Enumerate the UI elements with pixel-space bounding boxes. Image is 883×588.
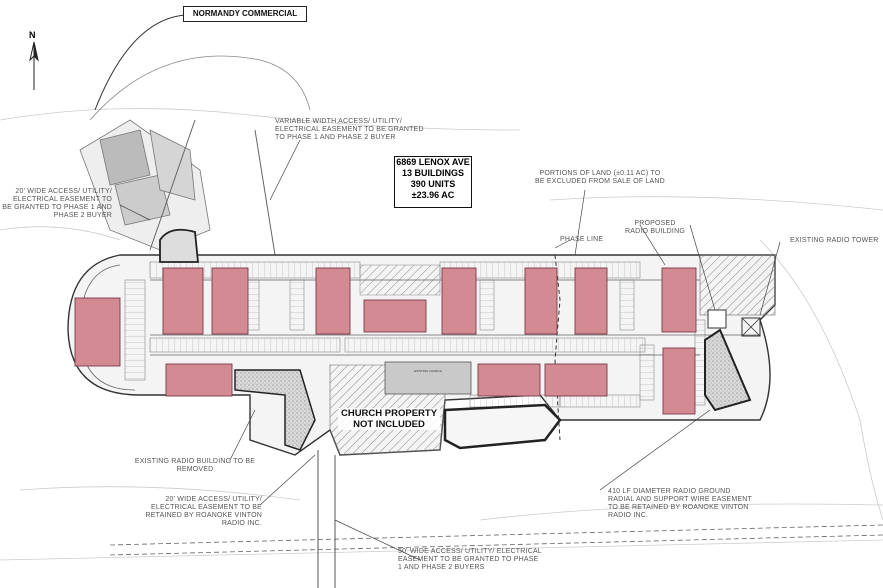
- easement-top-note: VARIABLE WIDTH ACCESS/ UTILITY/ ELECTRIC…: [275, 118, 424, 141]
- radial-ground-note: 410 LF DIAMETER RADIO GROUND RADIAL AND …: [608, 488, 752, 519]
- buildings: [74, 267, 697, 415]
- normandy-commercial-label: NORMANDY COMMERCIAL: [183, 6, 307, 22]
- pond: [443, 403, 562, 450]
- context-lines: [0, 108, 883, 561]
- phase-line-note: PHASE LINE: [560, 236, 604, 243]
- building: [661, 267, 697, 333]
- building: [211, 267, 249, 335]
- portions-of-land-note: PORTIONS OF LAND (±0.11 AC) TO BE EXCLUD…: [535, 170, 665, 185]
- building: [662, 347, 696, 415]
- building: [574, 267, 608, 335]
- site-info-box: 6869 LENOX AVE 13 BUILDINGS 390 UNITS ±2…: [394, 156, 472, 208]
- site-buildings: 13 BUILDINGS: [401, 168, 464, 178]
- svg-text:EXISTING CHURCH: EXISTING CHURCH: [414, 369, 442, 373]
- existing-radio-building-area: [234, 369, 316, 451]
- existing-tower-note: EXISTING RADIO TOWER: [790, 237, 879, 244]
- leader-line: [94, 14, 186, 111]
- commercial-parcel: [79, 119, 211, 251]
- easement-left-note: 20' WIDE ACCESS/ UTILITY/ ELECTRICAL EAS…: [2, 188, 112, 219]
- existing-radio-building-note: EXISTING RADIO BUILDING TO BE REMOVED: [134, 458, 256, 473]
- site-address: 6869 LENOX AVE: [396, 157, 470, 167]
- building: [315, 267, 351, 335]
- proposed-radio-note: PROPOSED RADIO BUILDING: [625, 220, 685, 235]
- site-units: 390 UNITS: [410, 179, 456, 189]
- building: [544, 363, 608, 397]
- building: [74, 297, 121, 367]
- building: [165, 363, 233, 397]
- building: [162, 267, 204, 335]
- building: [524, 267, 558, 335]
- easement-bottom-left-note: 20' WIDE ACCESS/ UTILITY/ ELECTRICAL EAS…: [145, 496, 262, 527]
- easement-bottom-note: 50' WIDE ACCESS/ UTILITY/ ELECTRICAL EAS…: [398, 548, 542, 571]
- church-property-label: CHURCH PROPERTY NOT INCLUDED: [338, 408, 440, 430]
- building: [441, 267, 477, 335]
- triangle-pond: [704, 328, 752, 412]
- north-label: N: [29, 30, 36, 40]
- building: [363, 299, 427, 333]
- north-arrow-icon: [29, 41, 39, 90]
- site-acreage: ±23.96 AC: [411, 190, 455, 200]
- building: [477, 363, 541, 397]
